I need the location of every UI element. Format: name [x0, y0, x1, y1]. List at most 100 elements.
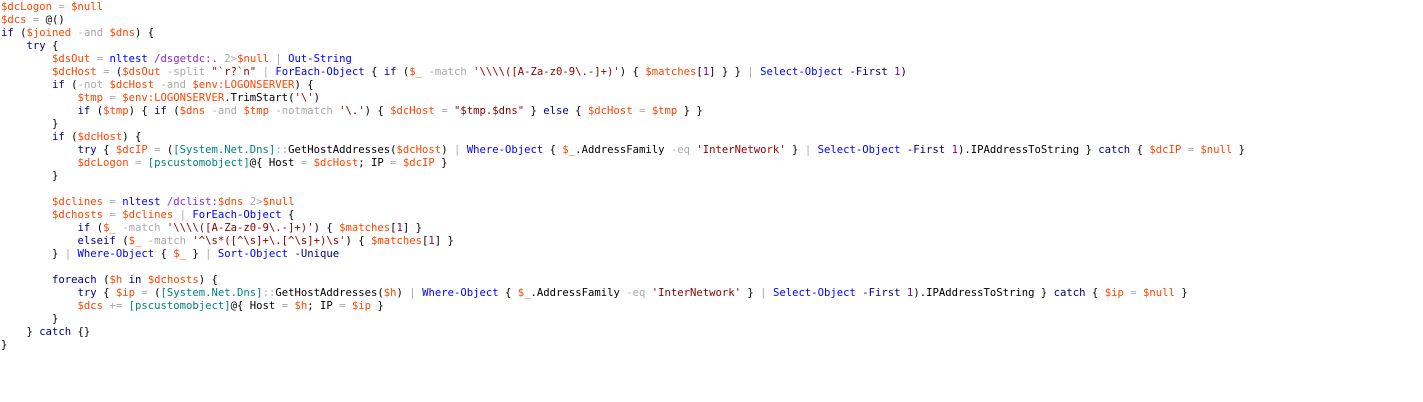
- variable-token: $null: [237, 53, 269, 65]
- variable-token: $tmp: [651, 105, 678, 117]
- variable-token: $ip: [115, 287, 135, 299]
- code-line[interactable]: $dcHost = ($dsOut -split "`r?`n" | ForEa…: [1, 66, 1423, 79]
- code-line[interactable]: $dcs = @(): [1, 14, 1423, 27]
- member-token: GetHostAddresses: [275, 287, 378, 299]
- code-line[interactable]: try { $ip = ([System.Net.Dns]::GetHostAd…: [1, 287, 1423, 300]
- command-token: Where-Object: [422, 287, 499, 299]
- operator-token: |: [268, 53, 289, 65]
- plain-token: }: [741, 287, 754, 299]
- variable-token: $dsOut: [52, 53, 91, 65]
- plain-token: [1, 105, 78, 117]
- code-area[interactable]: $dcLogon = $null$dcs = @()if ($joined -a…: [1, 1, 1423, 352]
- string-token: "`r?`n": [211, 66, 257, 78]
- plain-token: ] }: [402, 222, 423, 234]
- keyword-token: try: [77, 287, 97, 299]
- variable-token: $dcs: [77, 300, 104, 312]
- code-line[interactable]: try { $dcIP = ([System.Net.Dns]::GetHost…: [1, 144, 1423, 157]
- code-line[interactable]: if ($dcHost) {: [1, 131, 1423, 144]
- operator-token: |: [256, 66, 276, 78]
- plain-token: (: [13, 27, 27, 39]
- parameter-token: -First: [849, 66, 888, 78]
- code-line[interactable]: } | Where-Object { $_ } | Sort-Object -U…: [1, 248, 1423, 261]
- plain-token: (: [64, 79, 78, 91]
- code-line[interactable]: $dchosts = $dclines | ForEach-Object {: [1, 209, 1423, 222]
- plain-token: (: [90, 105, 104, 117]
- command-token: Where-Object: [77, 248, 155, 260]
- command-token: Sort-Object: [217, 248, 289, 260]
- number-token: 1: [396, 222, 403, 234]
- member-token: IPAddressToString: [926, 287, 1035, 299]
- string-token: '^\s*([^\s]+\.[^\s]+)\s': [192, 235, 346, 247]
- code-line[interactable]: $dcLogon = [pscustomobject]@{ Host = $dc…: [1, 157, 1423, 170]
- code-line[interactable]: try {: [1, 40, 1423, 53]
- variable-token: $dclines: [122, 209, 174, 221]
- command-token: nltest: [122, 196, 161, 208]
- code-line[interactable]: if (-not $dcHost -and $env:LOGONSERVER) …: [1, 79, 1423, 92]
- code-line[interactable]: $dcs += [pscustomobject]@{ Host = $h; IP…: [1, 300, 1423, 313]
- operator-token: =: [1123, 287, 1143, 299]
- plain-token: {: [154, 248, 174, 260]
- plain-token: [: [696, 66, 703, 78]
- plain-token: } }: [677, 105, 703, 117]
- code-line[interactable]: } catch {}: [1, 326, 1423, 339]
- code-line[interactable]: elseif ($_ -match '^\s*([^\s]+\.[^\s]+)\…: [1, 235, 1423, 248]
- plain-token: ): [441, 144, 448, 156]
- plain-token: }: [1034, 287, 1054, 299]
- variable-token: $dcIP: [1149, 144, 1182, 156]
- code-line[interactable]: foreach ($h in $dchosts) {: [1, 274, 1423, 287]
- plain-token: ): [313, 92, 320, 104]
- code-line[interactable]: [1, 261, 1423, 274]
- plain-token: ) {: [198, 274, 218, 286]
- code-line[interactable]: if ($joined -and $dns) {: [1, 27, 1423, 40]
- plain-token: [: [422, 235, 429, 247]
- type-token: [pscustomobject]: [147, 157, 250, 169]
- plain-token: [1, 66, 52, 78]
- operator-token: -eq: [619, 287, 652, 299]
- command-token: Select-Object: [772, 287, 856, 299]
- plain-token: (: [396, 66, 410, 78]
- parameter-token: -First: [906, 144, 946, 156]
- plain-token: ): [900, 66, 907, 78]
- variable-token: $h: [109, 274, 123, 286]
- plain-token: [1, 40, 27, 52]
- operator-token: =: [294, 157, 314, 169]
- plain-token: [1, 235, 78, 247]
- code-line[interactable]: $dcLogon = $null: [1, 1, 1423, 14]
- code-line[interactable]: $tmp = $env:LOGONSERVER.TrimStart('\'): [1, 92, 1423, 105]
- variable-token: $null: [71, 1, 104, 13]
- code-line[interactable]: }: [1, 118, 1423, 131]
- variable-token: $matches: [370, 235, 423, 247]
- operator-token: -match: [422, 66, 474, 78]
- code-line[interactable]: }: [1, 313, 1423, 326]
- string-token: '\\\\([A-Za-z0-9\.-]+)': [473, 66, 620, 78]
- variable-token: $ip: [1104, 287, 1124, 299]
- code-line[interactable]: if ($_ -match '\\\\([A-Za-z0-9\.-]+)') {…: [1, 222, 1423, 235]
- plain-token: ) {: [122, 131, 142, 143]
- plain-token: ;: [358, 157, 371, 169]
- plain-token: }: [785, 144, 799, 156]
- plain-token: }: [1, 339, 8, 351]
- plain-token: (: [96, 274, 110, 286]
- code-line[interactable]: if ($tmp) { if ($dns -and $tmp -notmatch…: [1, 105, 1423, 118]
- code-line[interactable]: }: [1, 339, 1423, 352]
- code-line[interactable]: }: [1, 170, 1423, 183]
- variable-token: $_: [562, 144, 576, 156]
- variable-token: $_: [103, 222, 116, 234]
- keyword-token: catch: [39, 326, 72, 338]
- code-line[interactable]: [1, 183, 1423, 196]
- parameter-token: -First: [862, 287, 901, 299]
- code-line[interactable]: $dclines = nltest /dclist:$dns 2>$null: [1, 196, 1423, 209]
- operator-token: =: [96, 66, 116, 78]
- plain-token: {: [543, 144, 563, 156]
- code-line[interactable]: $dsOut = nltest /dsgetdc:. 2>$null | Out…: [1, 53, 1423, 66]
- type-token: [pscustomobject]: [128, 300, 231, 312]
- operator-token: ::: [275, 144, 289, 156]
- variable-token: $env:LOGONSERVER: [192, 79, 295, 91]
- plain-token: [1, 79, 52, 91]
- plain-token: ) {: [294, 79, 314, 91]
- plain-token: {: [568, 105, 588, 117]
- plain-token: [1, 131, 52, 143]
- plain-token: (: [166, 144, 174, 156]
- variable-token: $tmp: [243, 105, 269, 117]
